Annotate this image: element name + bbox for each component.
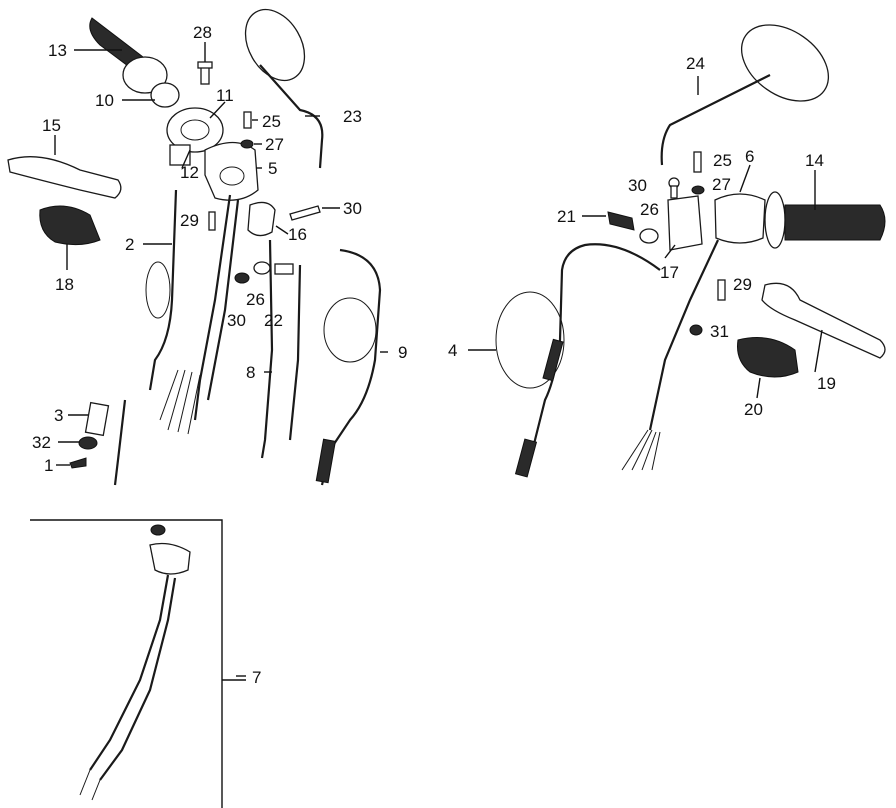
- throttle-cable-2: [145, 189, 178, 391]
- callout-4: 4: [448, 341, 457, 360]
- washer-26-right: [639, 228, 659, 244]
- callout-26-left: 26: [246, 290, 265, 309]
- washer-27-left: [240, 139, 254, 149]
- connector-22: [274, 263, 294, 275]
- bolt-25-right: [693, 151, 702, 173]
- cable-end-left: [113, 399, 127, 486]
- callout-2: 2: [125, 235, 134, 254]
- brake-light-switch-7: [79, 524, 191, 801]
- callout-7: 7: [252, 668, 261, 687]
- callout-15: 15: [42, 116, 61, 135]
- switch-housing-5: [204, 141, 259, 201]
- callout-30-right: 30: [628, 176, 647, 195]
- callout-30-left: 30: [343, 199, 362, 218]
- grip-14: [764, 191, 886, 249]
- clutch-switch-16: [247, 201, 276, 237]
- cable-adjuster-3: [84, 401, 110, 437]
- cable-4: [495, 243, 661, 478]
- callout-25-left: 25: [262, 112, 281, 131]
- washer-26-left: [253, 261, 271, 275]
- callout-17: 17: [660, 263, 679, 282]
- brake-lever-19: [761, 282, 886, 359]
- bolt-30-left: [289, 205, 321, 221]
- callout-13: 13: [48, 41, 67, 60]
- callout-1: 1: [44, 456, 53, 475]
- right-switch-wiring: [621, 239, 719, 471]
- callout-31: 31: [710, 322, 729, 341]
- bolt-25-left: [243, 111, 252, 129]
- callout-26-right: 26: [640, 200, 659, 219]
- callout-25-right: 25: [713, 151, 732, 170]
- mount-17: [667, 195, 703, 251]
- throttle-grip-13: [89, 17, 180, 108]
- callout-29-right: 29: [733, 275, 752, 294]
- clutch-lever-15: [7, 156, 122, 199]
- callout-23: 23: [343, 107, 362, 126]
- callout-21: 21: [557, 207, 576, 226]
- nut-31: [689, 324, 703, 336]
- mirror-24: [660, 24, 830, 166]
- callout-18: 18: [55, 275, 74, 294]
- callout-14: 14: [805, 151, 824, 170]
- callout-27-right: 27: [712, 175, 731, 194]
- washer-27-right: [691, 185, 705, 195]
- leader-lines: [54, 42, 823, 677]
- switch-housing-6: [714, 193, 766, 244]
- callout-6: 6: [745, 147, 754, 166]
- callout-10: 10: [95, 91, 114, 110]
- callout-22: 22: [264, 311, 283, 330]
- callout-5: 5: [268, 159, 277, 178]
- screw-28: [197, 61, 213, 85]
- switch-wiring-harness: [159, 194, 240, 435]
- callout-20: 20: [744, 400, 763, 419]
- section-7-frame: [30, 519, 246, 808]
- callout-24: 24: [686, 54, 705, 73]
- callout-11: 11: [216, 86, 234, 105]
- clutch-switch-wire-8: [260, 239, 302, 459]
- callout-28: 28: [193, 23, 212, 42]
- callout-32: 32: [32, 433, 51, 452]
- callout-29-left: 29: [180, 211, 199, 230]
- bolt-30-right: [668, 177, 680, 199]
- lever-bracket-20: [737, 337, 799, 378]
- screw-29-right: [717, 279, 726, 301]
- callout-16: 16: [288, 225, 307, 244]
- callout-30-lower: 30: [227, 311, 246, 330]
- cap-21: [607, 211, 635, 231]
- callout-9: 9: [398, 343, 407, 362]
- clip-1: [69, 457, 87, 469]
- callout-8: 8: [246, 363, 255, 382]
- lever-bracket-18: [39, 205, 101, 246]
- nut-32: [78, 436, 98, 450]
- callout-12: 12: [180, 163, 199, 182]
- nut-30-lower: [234, 272, 250, 284]
- callout-3: 3: [54, 406, 63, 425]
- screw-29-left: [208, 211, 216, 231]
- callout-27-left: 27: [265, 135, 284, 154]
- mirror-23: [244, 8, 324, 169]
- callout-19: 19: [817, 374, 836, 393]
- clutch-cable-9: [315, 248, 382, 486]
